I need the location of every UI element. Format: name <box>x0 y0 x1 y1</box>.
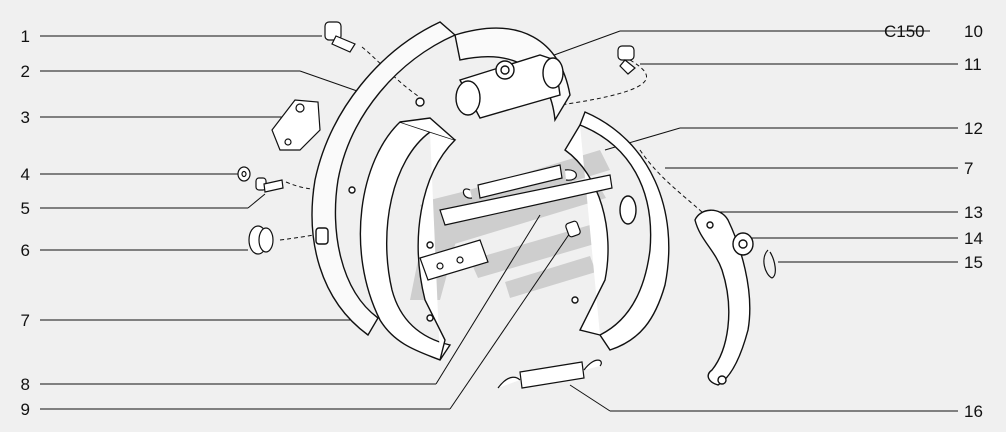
adjuster-strut <box>419 174 613 281</box>
callout-7-right: 7 <box>964 159 974 178</box>
bleeder-screw <box>617 45 636 75</box>
part-code-label: C150 <box>884 22 925 41</box>
small-washer <box>237 166 251 182</box>
left-brake-shoe <box>359 117 457 361</box>
screw <box>255 177 284 193</box>
callout-5: 5 <box>20 199 30 218</box>
callout-15: 15 <box>964 253 983 272</box>
callout-7-left: 7 <box>20 311 30 330</box>
lower-return-spring <box>497 359 602 389</box>
mounting-bracket <box>271 99 321 151</box>
callout-8: 8 <box>20 375 30 394</box>
backing-plate <box>311 21 571 337</box>
callout-10: 10 <box>964 22 983 41</box>
wheel-cylinder <box>455 54 564 119</box>
callout-9: 9 <box>20 400 30 419</box>
leader-lines <box>40 30 958 412</box>
callout-1: 1 <box>20 27 30 46</box>
callout-11: 11 <box>964 55 982 74</box>
washer <box>732 232 754 256</box>
callout-12: 12 <box>964 119 983 138</box>
retaining-clip <box>763 249 776 279</box>
watermark-logo <box>410 150 610 300</box>
small-adjuster-spring <box>565 220 581 238</box>
callout-4: 4 <box>20 165 30 184</box>
callout-16: 16 <box>964 402 983 421</box>
callout-14: 14 <box>964 229 983 248</box>
right-brake-shoe <box>564 111 670 351</box>
callout-13: 13 <box>964 203 983 222</box>
bolt <box>324 21 356 53</box>
assembly-dashes <box>279 46 706 241</box>
callout-6: 6 <box>20 241 30 260</box>
parking-brake-lever <box>694 209 751 386</box>
upper-return-spring <box>462 164 577 199</box>
callout-3: 3 <box>20 108 30 127</box>
rubber-grommet <box>248 225 274 255</box>
callout-2: 2 <box>20 62 30 81</box>
